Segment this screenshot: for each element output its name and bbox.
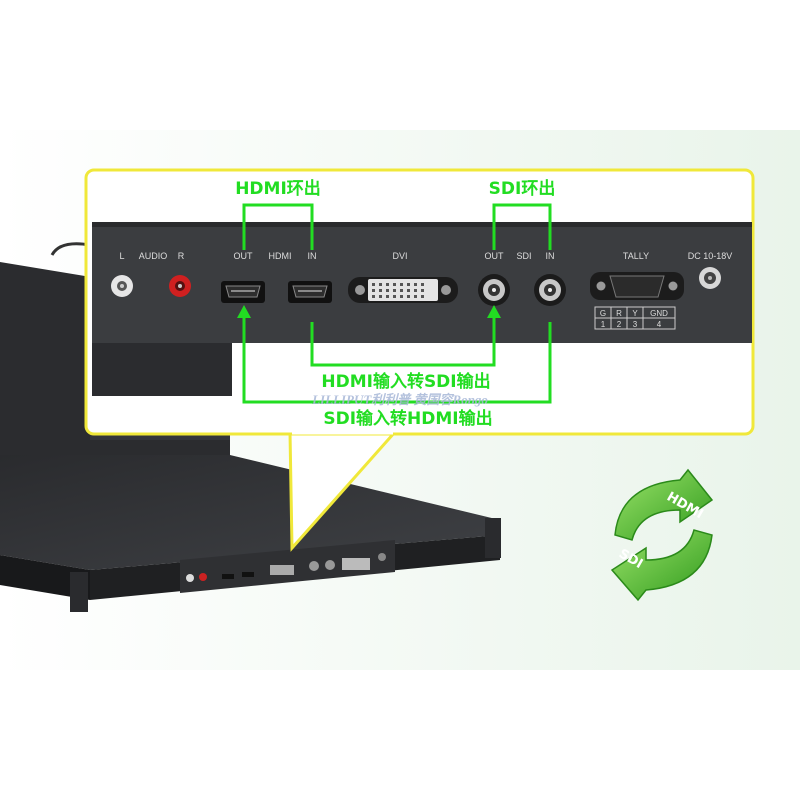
tally-port bbox=[590, 272, 684, 300]
dvi-pin bbox=[386, 289, 389, 292]
audio-l-jack bbox=[111, 275, 133, 297]
tally-label: TALLY bbox=[623, 251, 649, 261]
dvi-pin bbox=[386, 283, 389, 286]
tally-pin-table: G R Y GND 1 2 3 4 bbox=[594, 306, 676, 330]
dvi-pin bbox=[414, 283, 417, 286]
dvi-pin bbox=[421, 283, 424, 286]
refresh-arrow-bottom-icon bbox=[610, 529, 713, 602]
dvi-pin bbox=[386, 295, 389, 298]
sdi-loop-caption: SDI环出 bbox=[489, 178, 556, 199]
sdi-label: SDI bbox=[516, 251, 531, 261]
sdi-out-label: OUT bbox=[485, 251, 505, 261]
dvi-pin bbox=[400, 283, 403, 286]
refresh-arrow-top-icon bbox=[614, 468, 714, 541]
hdmi-loop-caption: HDMI环出 bbox=[235, 178, 321, 199]
audio-r-jack bbox=[169, 275, 191, 297]
hdmi-in-port bbox=[288, 281, 332, 303]
hdmi-out-label: OUT bbox=[234, 251, 254, 261]
tally-pin-3: 3 bbox=[633, 320, 638, 329]
dvi-pin bbox=[372, 289, 375, 292]
dvi-pin bbox=[400, 295, 403, 298]
dvi-label: DVI bbox=[392, 251, 407, 261]
sdi-loop-bracket bbox=[492, 203, 552, 250]
sdi-in-bnc bbox=[534, 274, 566, 306]
rack-rear-panel bbox=[180, 540, 395, 593]
dvi-pin bbox=[407, 295, 410, 298]
dvi-pin bbox=[379, 295, 382, 298]
tally-header-g: G bbox=[600, 309, 606, 318]
tally-pin-4: 4 bbox=[657, 320, 662, 329]
hdmi-in-label: IN bbox=[308, 251, 317, 261]
audio-label: AUDIO bbox=[139, 251, 168, 261]
dvi-pin bbox=[393, 295, 396, 298]
dvi-pin bbox=[393, 283, 396, 286]
hdmi-loop-bracket bbox=[242, 203, 314, 250]
dvi-pin bbox=[407, 283, 410, 286]
dvi-pin bbox=[421, 289, 424, 292]
dvi-pin bbox=[379, 283, 382, 286]
dvi-pin bbox=[421, 295, 424, 298]
tally-pin-1: 1 bbox=[601, 320, 606, 329]
watermark: LILLIPUT利利普 黄国容Rongo bbox=[311, 392, 488, 407]
tally-pin-2: 2 bbox=[617, 320, 622, 329]
dvi-pin bbox=[414, 295, 417, 298]
tally-header-r: R bbox=[616, 309, 622, 318]
dvi-pin bbox=[372, 295, 375, 298]
hdmi-to-sdi-path bbox=[310, 305, 501, 367]
dvi-pin bbox=[372, 283, 375, 286]
audio-l-label: L bbox=[119, 251, 124, 261]
conversion-logo: HDMI SDI bbox=[610, 468, 714, 602]
dvi-port bbox=[348, 277, 458, 303]
dc-power-jack bbox=[699, 267, 721, 289]
hdmi-out-port bbox=[221, 281, 265, 303]
dvi-pin bbox=[414, 289, 417, 292]
sdi-to-hdmi-path bbox=[237, 305, 552, 404]
hdmi-label: HDMI bbox=[269, 251, 292, 261]
tally-header-gnd: GND bbox=[650, 309, 668, 318]
dvi-pin bbox=[400, 289, 403, 292]
audio-r-label: R bbox=[178, 251, 185, 261]
dvi-pin bbox=[393, 289, 396, 292]
hdmi-to-sdi-caption: HDMI输入转SDI输出 bbox=[321, 371, 490, 392]
tally-header-y: Y bbox=[632, 309, 638, 318]
dc-label: DC 10-18V bbox=[688, 251, 733, 261]
dvi-pin bbox=[379, 289, 382, 292]
dvi-pin bbox=[407, 289, 410, 292]
sdi-out-bnc bbox=[478, 274, 510, 306]
sdi-to-hdmi-caption: SDI输入转HDMI输出 bbox=[323, 408, 492, 429]
sdi-in-label: IN bbox=[546, 251, 555, 261]
